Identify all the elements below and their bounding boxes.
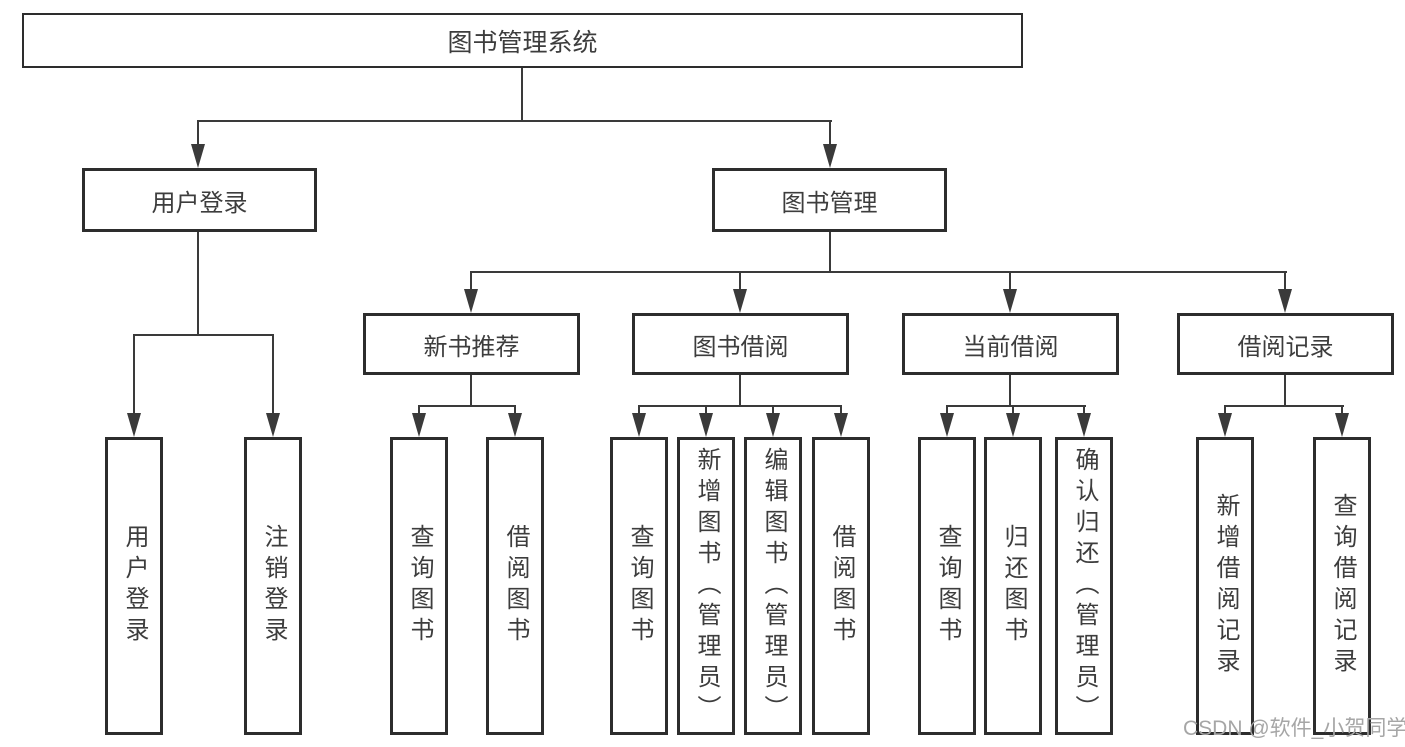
connector-vline bbox=[739, 375, 741, 407]
connector-hline bbox=[638, 405, 842, 407]
connector-vline bbox=[470, 375, 472, 407]
connector-vline bbox=[829, 232, 831, 273]
node-library-system: 图书管理系统 bbox=[22, 13, 1023, 68]
node-current-borrow: 当前借阅 bbox=[902, 313, 1119, 375]
connector-vline bbox=[1284, 271, 1286, 291]
arrowhead bbox=[733, 289, 747, 313]
leaf-borrow-books: 借阅图书 bbox=[812, 437, 870, 735]
node-book-borrow-label: 图书借阅 bbox=[692, 333, 789, 361]
connector-hline bbox=[418, 405, 516, 407]
connector-hline bbox=[1224, 405, 1344, 407]
node-user-login-label: 用户登录 bbox=[151, 189, 248, 217]
leaf-return-books-label: 归还图书 bbox=[1000, 524, 1027, 648]
connector-vline bbox=[197, 120, 199, 146]
arrowhead bbox=[699, 413, 713, 437]
node-new-book-recommend-label: 新书推荐 bbox=[423, 333, 520, 361]
arrowhead bbox=[508, 413, 522, 437]
connector-vline bbox=[1224, 405, 1226, 415]
arrowhead bbox=[1278, 289, 1292, 313]
connector-hline bbox=[133, 334, 274, 336]
arrowhead bbox=[412, 413, 426, 437]
arrowhead bbox=[1077, 413, 1091, 437]
connector-vline bbox=[739, 271, 741, 291]
connector-vline bbox=[133, 334, 135, 414]
leaf-edit-books-admin-label: 编辑图书（管理员） bbox=[760, 446, 787, 726]
leaf-user-login: 用户登录 bbox=[105, 437, 163, 735]
csdn-watermark: CSDN @软件_小贺同学 bbox=[1183, 717, 1405, 740]
leaf-recommend-borrow-books: 借阅图书 bbox=[486, 437, 544, 735]
leaf-add-borrow-record-label: 新增借阅记录 bbox=[1212, 493, 1239, 679]
connector-vline bbox=[1009, 375, 1011, 407]
leaf-logout-label: 注销登录 bbox=[260, 524, 287, 648]
connector-vline bbox=[705, 405, 707, 415]
node-book-management-label: 图书管理 bbox=[781, 189, 878, 217]
node-current-borrow-label: 当前借阅 bbox=[962, 333, 1059, 361]
leaf-edit-books-admin: 编辑图书（管理员） bbox=[744, 437, 802, 735]
connector-vline bbox=[1284, 375, 1286, 407]
node-book-borrow: 图书借阅 bbox=[632, 313, 849, 375]
leaf-return-books: 归还图书 bbox=[984, 437, 1042, 735]
arrowhead bbox=[266, 413, 280, 437]
arrowhead bbox=[464, 289, 478, 313]
connector-vline bbox=[1012, 405, 1014, 415]
connector-vline bbox=[638, 405, 640, 415]
leaf-borrow-query-books-label: 查询图书 bbox=[626, 524, 653, 648]
arrowhead bbox=[1335, 413, 1349, 437]
connector-vline bbox=[1083, 405, 1085, 415]
connector-vline bbox=[829, 120, 831, 146]
connector-vline bbox=[197, 232, 199, 336]
arrowhead bbox=[632, 413, 646, 437]
arrowhead bbox=[127, 413, 141, 437]
connector-vline bbox=[418, 405, 420, 415]
connector-hline bbox=[197, 120, 832, 122]
connector-vline bbox=[470, 271, 472, 291]
connector-vline bbox=[514, 405, 516, 415]
leaf-recommend-borrow-books-label: 借阅图书 bbox=[502, 524, 529, 648]
leaf-current-query-books: 查询图书 bbox=[918, 437, 976, 735]
leaf-confirm-return-admin: 确认归还（管理员） bbox=[1055, 437, 1113, 735]
node-library-system-label: 图书管理系统 bbox=[447, 28, 598, 57]
leaf-add-books-admin: 新增图书（管理员） bbox=[677, 437, 735, 735]
arrowhead bbox=[191, 144, 205, 168]
arrowhead bbox=[940, 413, 954, 437]
node-user-login: 用户登录 bbox=[82, 168, 317, 232]
leaf-borrow-query-books: 查询图书 bbox=[610, 437, 668, 735]
connector-vline bbox=[521, 68, 523, 121]
connector-vline bbox=[1009, 271, 1011, 291]
connector-hline bbox=[946, 405, 1086, 407]
leaf-borrow-books-label: 借阅图书 bbox=[828, 524, 855, 648]
arrowhead bbox=[1003, 289, 1017, 313]
arrowhead bbox=[766, 413, 780, 437]
leaf-query-borrow-record-label: 查询借阅记录 bbox=[1329, 493, 1356, 679]
connector-vline bbox=[1341, 405, 1343, 415]
arrowhead bbox=[1006, 413, 1020, 437]
leaf-add-borrow-record: 新增借阅记录 bbox=[1196, 437, 1254, 735]
leaf-current-query-books-label: 查询图书 bbox=[934, 524, 961, 648]
arrowhead bbox=[834, 413, 848, 437]
node-borrow-records-label: 借阅记录 bbox=[1237, 333, 1334, 361]
leaf-add-books-admin-label: 新增图书（管理员） bbox=[693, 446, 720, 726]
connector-hline bbox=[470, 271, 1287, 273]
connector-vline bbox=[772, 405, 774, 415]
leaf-logout: 注销登录 bbox=[244, 437, 302, 735]
arrowhead bbox=[823, 144, 837, 168]
connector-vline bbox=[272, 334, 274, 414]
leaf-query-borrow-record: 查询借阅记录 bbox=[1313, 437, 1371, 735]
leaf-user-login-label: 用户登录 bbox=[121, 524, 148, 648]
leaf-recommend-query-books: 查询图书 bbox=[390, 437, 448, 735]
node-new-book-recommend: 新书推荐 bbox=[363, 313, 580, 375]
connector-vline bbox=[946, 405, 948, 415]
node-book-management: 图书管理 bbox=[712, 168, 947, 232]
leaf-confirm-return-admin-label: 确认归还（管理员） bbox=[1071, 446, 1098, 726]
connector-vline bbox=[840, 405, 842, 415]
arrowhead bbox=[1218, 413, 1232, 437]
leaf-recommend-query-books-label: 查询图书 bbox=[406, 524, 433, 648]
node-borrow-records: 借阅记录 bbox=[1177, 313, 1394, 375]
